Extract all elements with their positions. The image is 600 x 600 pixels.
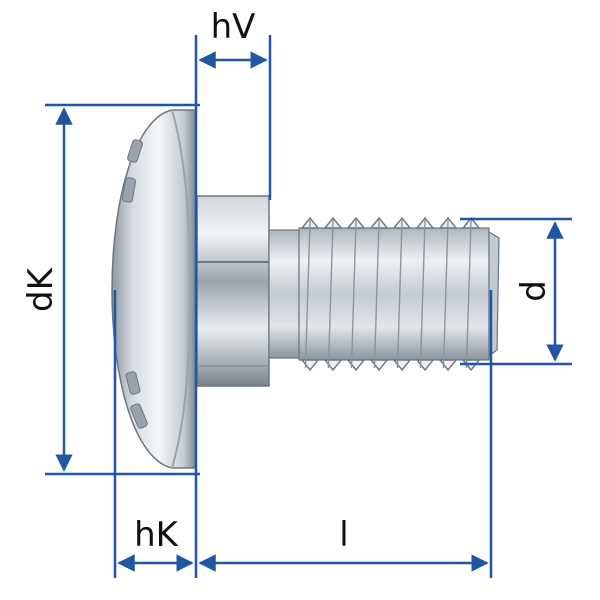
thread-crest-bottom xyxy=(300,359,320,372)
thread-crest-bottom xyxy=(323,359,343,372)
bolt-head-rim xyxy=(171,109,192,469)
head-embossing-marks xyxy=(121,139,148,429)
thread-crest-bottom xyxy=(438,359,458,372)
thread-ridge xyxy=(442,219,449,369)
dimension-lines xyxy=(45,35,572,578)
thread-crest-bottom xyxy=(369,359,389,372)
bolt-threaded-shaft xyxy=(268,216,500,372)
thread-ridge xyxy=(373,219,380,369)
thread-ridge xyxy=(396,219,403,369)
label-l: l xyxy=(339,515,348,555)
thread-ridge xyxy=(350,219,357,369)
thread-ridge xyxy=(304,219,311,369)
thread-crest-bottom xyxy=(392,359,412,372)
thread-ridge xyxy=(419,219,426,369)
label-hV: hV xyxy=(211,7,256,47)
thread-crest-bottom xyxy=(346,359,366,372)
carriage-bolt xyxy=(111,109,500,469)
thread-ridge xyxy=(465,219,472,369)
thread-crest-bottom xyxy=(415,359,435,372)
label-d: d xyxy=(514,280,554,302)
thread-ridge xyxy=(327,219,334,369)
label-hK: hK xyxy=(134,515,180,555)
label-dK: dK xyxy=(21,266,61,312)
bolt-square-neck xyxy=(196,195,270,387)
